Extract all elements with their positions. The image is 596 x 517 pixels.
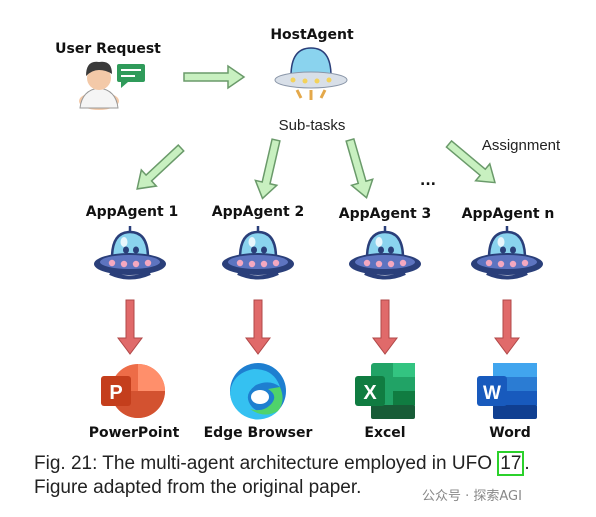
host-agent-label: HostAgent [270,27,354,43]
svg-text:X: X [363,382,377,404]
edge-icon [230,363,286,420]
appagent-n-ufo-icon [469,224,545,280]
appagent-2-label: AppAgent 2 [211,204,305,220]
word-label: Word [489,425,531,441]
caption-period: . [524,453,530,474]
powerpoint-icon: P [101,364,165,418]
user-avatar-icon [79,61,119,110]
appagent-3-ufo-icon [347,224,423,280]
user-request-label: User Request [55,41,161,57]
host-to-agent3-arrow [338,136,378,202]
caption-line2: Figure adapted from the original paper. [34,477,362,498]
appagent-2-ufo-icon [220,224,296,280]
watermark: 公众号 · 探索AGI [422,489,522,504]
reference-link[interactable]: 17 [497,451,525,476]
appagent-n-label: AppAgent n [461,206,555,222]
powerpoint-label: PowerPoint [88,425,180,441]
excel-icon: X [355,363,415,419]
subtasks-label: Sub-tasks [278,117,346,134]
figure-caption: Fig. 21: The multi-agent architecture em… [34,451,594,500]
edge-browser-label: Edge Browser [203,425,313,441]
agent2-to-app-arrow [245,299,271,355]
svg-text:P: P [109,382,122,404]
appagent-1-label: AppAgent 1 [85,204,179,220]
assignment-label: Assignment [481,137,561,154]
user-to-host-arrow [183,65,245,89]
word-icon: W [477,363,537,419]
agent3-to-app-arrow [372,299,398,355]
caption-line1: Fig. 21: The multi-agent architecture em… [34,453,498,474]
appagent-3-label: AppAgent 3 [338,206,432,222]
excel-label: Excel [364,425,406,441]
more-agents-ellipsis: ... [420,173,436,189]
host-to-agent2-arrow [251,136,288,202]
host-to-agent1-arrow [128,139,190,198]
agentn-to-app-arrow [494,299,520,355]
chat-bubble-icon [117,64,145,88]
host-agent-ufo-icon [274,47,348,100]
svg-text:W: W [483,383,501,404]
agent1-to-app-arrow [117,299,143,355]
appagent-1-ufo-icon [92,224,168,280]
